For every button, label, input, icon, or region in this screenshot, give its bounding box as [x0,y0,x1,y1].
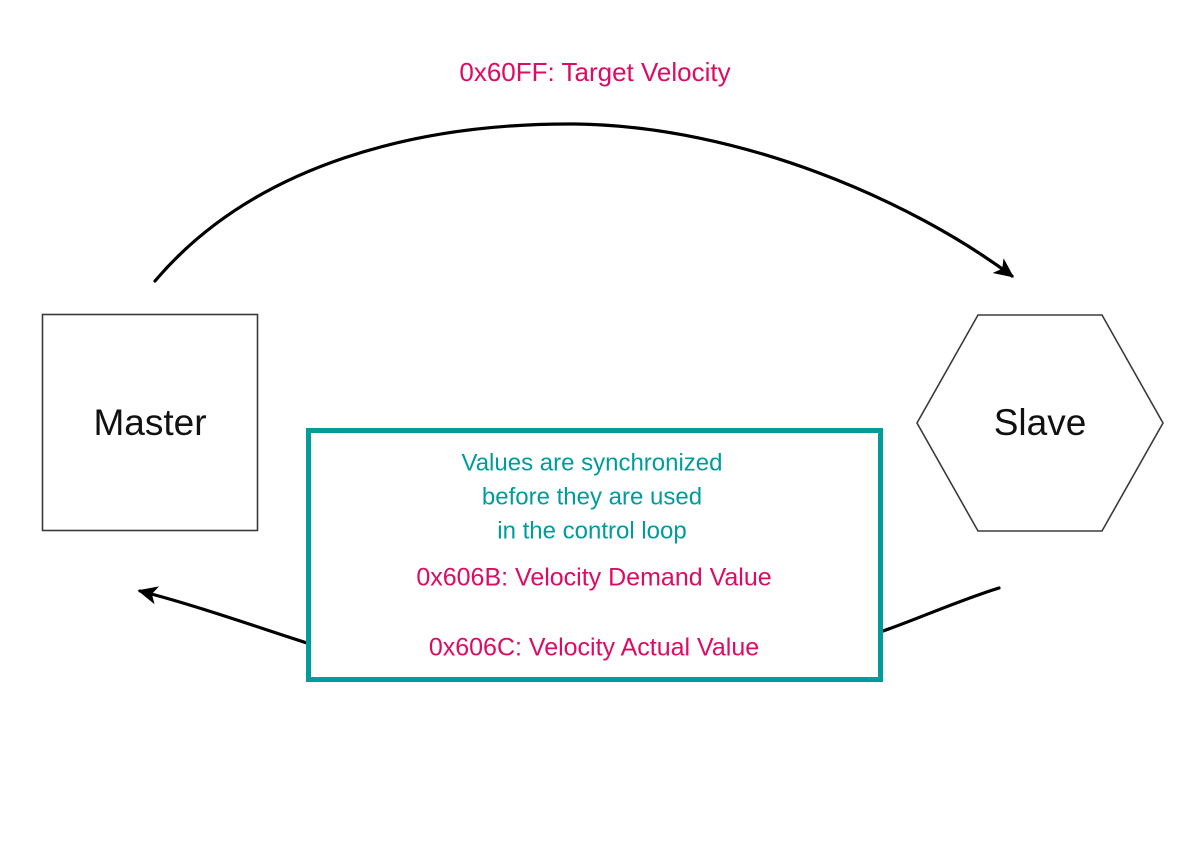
velocity-demand-value-label: 0x606B: Velocity Demand Value [416,564,771,592]
master-node-label: Master [93,402,206,443]
slave-to-master-arrow [137,586,309,645]
sync-note-line-3: in the control loop [497,517,686,544]
velocity-actual-value-label: 0x606C: Velocity Actual Value [429,634,759,662]
master-to-slave-arrow [153,122,1014,283]
sync-note-box [306,428,883,682]
slave-node-shape[interactable] [916,314,1164,532]
master-node-shape[interactable] [41,313,259,532]
sync-note-line-1: Values are synchronized [461,449,722,476]
slave-node-label: Slave [994,402,1087,443]
sync-note-line-2: before they are used [482,483,702,510]
target-velocity-label: 0x60FF: Target Velocity [459,57,730,87]
slave-to-box-arrow-segment [881,586,1001,633]
